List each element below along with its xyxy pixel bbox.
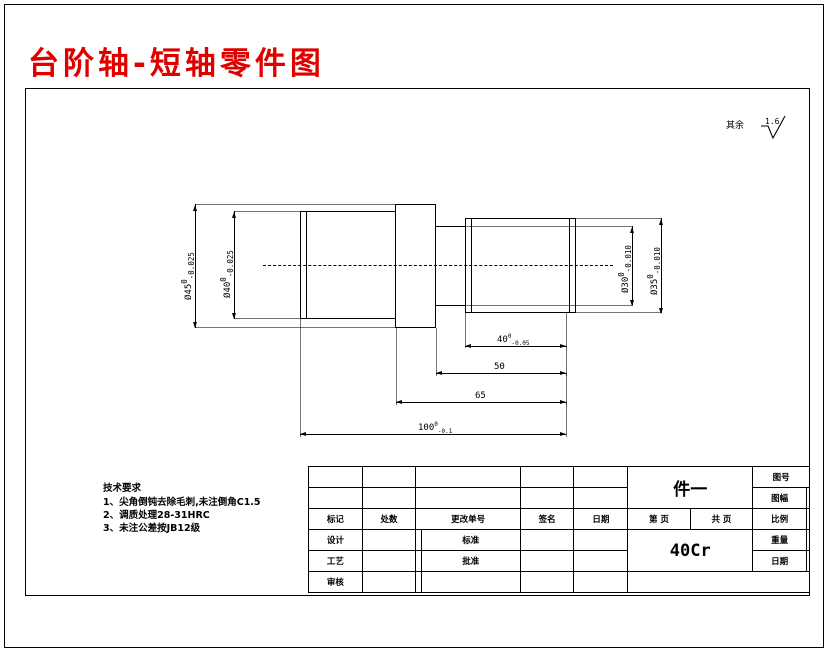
dim-line-L65	[396, 402, 566, 403]
dim-line-L40	[465, 346, 566, 347]
cell-count-2	[361, 487, 417, 509]
label-standard: 标准	[420, 529, 521, 551]
drawing-frame	[25, 88, 810, 596]
value-standard-date	[573, 529, 629, 551]
title-block-row: 件一 图号	[308, 466, 810, 509]
label-page-total: 共 页	[689, 508, 754, 530]
part-name: 件一	[627, 466, 754, 509]
cell-sign-1	[519, 466, 575, 488]
header-change-no: 更改单号	[415, 508, 521, 530]
cell-mark-2	[308, 487, 363, 509]
header-mark: 标记	[308, 508, 363, 530]
label-review: 审核	[308, 571, 363, 593]
value-scale	[805, 508, 811, 530]
label-weight: 重量	[752, 529, 807, 551]
value-sheet-size	[805, 487, 811, 509]
title-block-row: 审核	[308, 571, 810, 593]
technical-requirements: 技术要求 1、尖角倒钝去除毛刺,未注倒角C1.5 2、调质处理28-31HRC …	[103, 482, 261, 535]
title-block: 件一 图号 图幅 标记 处数 更改单号 签名 日期 第 页 共 页	[308, 466, 811, 593]
label-sheet-size: 图幅	[752, 487, 807, 509]
value-review-date	[573, 571, 629, 593]
value-review-sign	[519, 571, 575, 593]
dimension-L50: 50	[494, 362, 505, 372]
tech-req-heading: 技术要求	[103, 483, 142, 494]
tech-req-line-2: 2、调质处理28-31HRC	[103, 510, 210, 521]
title-block-row: 图幅	[308, 487, 811, 509]
cell-sign-2	[519, 487, 575, 509]
dimension-d40: Ø400-0.025	[219, 250, 235, 298]
page-border	[4, 4, 824, 648]
surface-roughness-label: 其余	[726, 121, 745, 131]
value-design-name	[361, 529, 417, 551]
dimension-d30: Ø300-0.010	[617, 245, 633, 293]
dim-line-d35	[661, 218, 662, 313]
label-design: 设计	[308, 529, 363, 551]
tech-req-line-3: 3、未注公差按JB12级	[103, 523, 201, 534]
dim-line-L100	[300, 434, 566, 435]
dimension-d45: Ø450-0.025	[180, 252, 196, 300]
value-approve-date	[573, 550, 629, 572]
material: 40Cr	[627, 529, 754, 572]
label-approve: 批准	[420, 550, 521, 572]
dimension-L100: 1000-0.1	[418, 421, 453, 435]
dimension-L40: 400-0.05	[497, 333, 530, 347]
dim-line-d40	[234, 211, 235, 319]
dimension-L65: 65	[475, 391, 486, 401]
title-block-row: 设计 标准 40Cr 重量	[308, 529, 811, 572]
dim-line-d30	[632, 226, 633, 305]
surface-roughness-value: 1.6	[765, 117, 780, 126]
cell-bottom-blank	[627, 571, 810, 593]
dimension-d35: Ø350-0.010	[646, 247, 662, 295]
value-weight	[805, 529, 811, 551]
title-block-row: 标记 处数 更改单号 签名 日期 第 页 共 页 比例	[308, 508, 811, 530]
header-count: 处数	[361, 508, 417, 530]
cell-changeno-2	[415, 487, 521, 509]
label-process: 工艺	[308, 550, 363, 572]
value-review-name	[361, 571, 417, 593]
cell-changeno-1	[415, 466, 521, 488]
value-review-extra2	[420, 571, 521, 593]
value-approve-name	[519, 550, 575, 572]
value-review-extra1	[415, 571, 422, 593]
roughness-triangle-icon	[761, 115, 786, 140]
page-title: 台阶轴-短轴零件图	[28, 46, 325, 82]
cell-date-2	[573, 487, 629, 509]
header-date: 日期	[573, 508, 629, 530]
dim-line-d45	[195, 204, 196, 328]
cell-count-1	[361, 466, 417, 488]
label-page-current: 第 页	[627, 508, 691, 530]
label-scale: 比例	[752, 508, 807, 530]
cell-date-1	[573, 466, 629, 488]
label-drawing-no: 图号	[752, 466, 810, 488]
value-date	[805, 550, 811, 572]
value-process-name	[361, 550, 417, 572]
cell-mark-1	[308, 466, 363, 488]
header-signature: 签名	[519, 508, 575, 530]
label-date: 日期	[752, 550, 807, 572]
tech-req-line-1: 1、尖角倒钝去除毛刺,未注倒角C1.5	[103, 497, 261, 508]
dim-line-L50	[436, 373, 566, 374]
value-standard-name	[519, 529, 575, 551]
